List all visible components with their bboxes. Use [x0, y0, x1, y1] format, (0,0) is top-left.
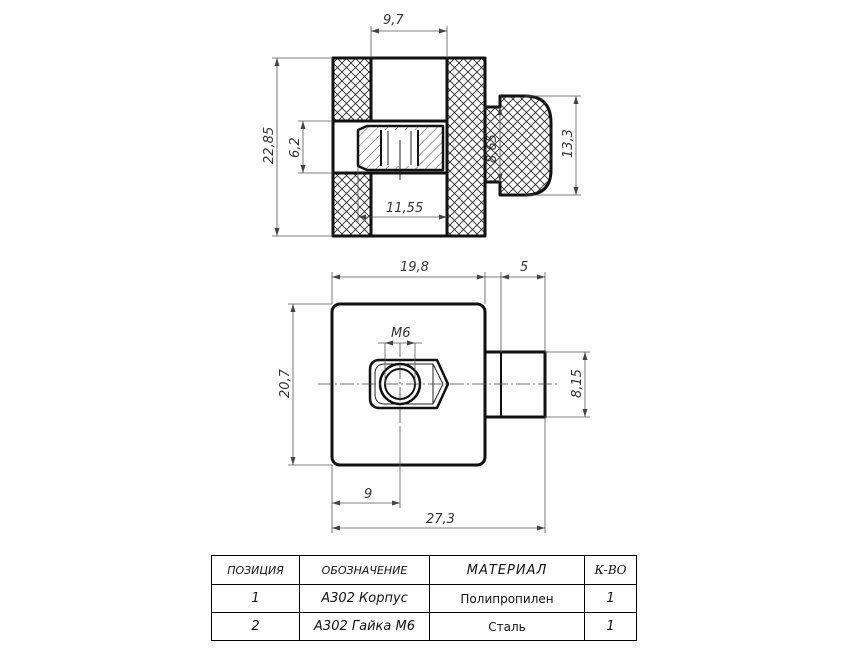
cell-quantity: 1: [584, 584, 637, 613]
dim-front-width: 19,8: [400, 260, 429, 275]
header-material: МАТЕРИАЛ: [429, 555, 585, 585]
front-view-dimensions: 19,8 5 20,7 M6 8,15 9 27,: [278, 260, 590, 533]
body-hatch-right: [447, 58, 551, 236]
cell-designation: А302 Гайка М6: [299, 612, 430, 641]
cell-material: Полипропилен: [429, 584, 585, 613]
dim-top-neck: 8,65: [485, 134, 500, 163]
dim-front-knob: 5: [520, 260, 528, 275]
dim-front-overall: 27,3: [426, 512, 455, 527]
top-view-dimensions: 9,7 22,85 6,2 11,55 8,65 13,3: [262, 13, 581, 237]
body-hatch-lower-left: [333, 173, 371, 236]
cell-material: Сталь: [429, 612, 585, 641]
body-outline: [331, 56, 487, 238]
top-section-view: [331, 56, 553, 238]
body-hatch-upper-left: [333, 58, 371, 121]
bom-header-row: ПОЗИЦИЯ ОБОЗНАЧЕНИЕ МАТЕРИАЛ К-ВО: [211, 555, 637, 585]
dim-top-height: 22,85: [262, 127, 277, 164]
dim-top-width: 9,7: [383, 13, 404, 28]
dim-top-head: 13,3: [561, 129, 576, 158]
header-designation: ОБОЗНАЧЕНИЕ: [299, 555, 430, 585]
table-row: 2 А302 Гайка М6 Сталь 1: [211, 612, 637, 641]
cell-position: 1: [211, 584, 300, 613]
header-quantity: К-ВО: [584, 555, 637, 585]
bill-of-materials-table: ПОЗИЦИЯ ОБОЗНАЧЕНИЕ МАТЕРИАЛ К-ВО 1 А302…: [211, 555, 637, 641]
front-knob-outline: [485, 350, 547, 419]
table-row: 1 А302 Корпус Полипропилен 1: [211, 584, 637, 613]
front-nut-inner: [374, 363, 444, 405]
dim-front-thread: M6: [391, 326, 411, 341]
front-nut-outline: [368, 358, 450, 410]
dim-front-knob-height: 8,15: [570, 369, 585, 398]
cell-position: 2: [211, 612, 300, 641]
cell-designation: А302 Корпус: [299, 584, 430, 613]
front-body-outline: [330, 302, 487, 467]
dim-top-nut: 11,55: [386, 201, 423, 216]
front-view: [318, 302, 558, 467]
dim-front-height: 20,7: [278, 368, 293, 398]
dim-front-center: 9: [364, 487, 372, 502]
dim-top-slot: 6,2: [288, 137, 303, 158]
cell-quantity: 1: [584, 612, 637, 641]
header-position: ПОЗИЦИЯ: [211, 555, 300, 585]
